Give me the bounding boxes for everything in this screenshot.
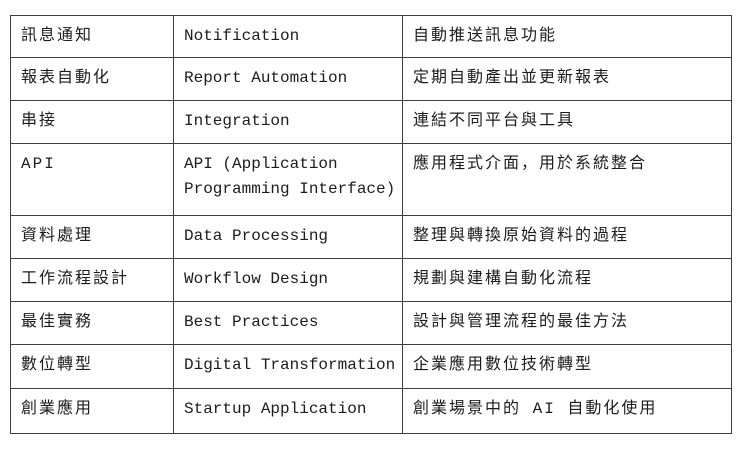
table-row: 數位轉型 Digital Transformation 企業應用數位技術轉型 [10, 344, 732, 389]
table-row: 串接 Integration 連結不同平台與工具 [10, 100, 732, 144]
term-en-cell: Report Automation [173, 57, 403, 101]
term-zh-cell: 數位轉型 [10, 344, 174, 389]
desc-zh-cell: 定期自動產出並更新報表 [402, 57, 732, 101]
term-zh-cell: API [10, 143, 174, 216]
term-en-cell: Digital Transformation [173, 344, 403, 389]
table-row: API API (Application Programming Interfa… [10, 143, 732, 216]
term-zh-cell: 最佳實務 [10, 301, 174, 345]
term-en-cell: Data Processing [173, 215, 403, 259]
term-en-cell: Workflow Design [173, 258, 403, 302]
table-row: 創業應用 Startup Application 創業場景中的 AI 自動化使用 [10, 388, 732, 434]
term-zh-cell: 訊息通知 [10, 15, 174, 58]
desc-zh-cell: 設計與管理流程的最佳方法 [402, 301, 732, 345]
term-zh-cell: 工作流程設計 [10, 258, 174, 302]
term-en-cell: Best Practices [173, 301, 403, 345]
desc-zh-cell: 企業應用數位技術轉型 [402, 344, 732, 389]
table-row: 資料處理 Data Processing 整理與轉換原始資料的過程 [10, 215, 732, 259]
term-zh-cell: 報表自動化 [10, 57, 174, 101]
term-en-cell: API (Application Programming Interface) [173, 143, 403, 216]
term-zh-cell: 串接 [10, 100, 174, 144]
term-en-cell: Startup Application [173, 388, 403, 434]
desc-zh-cell: 應用程式介面，用於系統整合 [402, 143, 732, 216]
term-zh-cell: 創業應用 [10, 388, 174, 434]
term-en-cell: Notification [173, 15, 403, 58]
desc-zh-cell: 規劃與建構自動化流程 [402, 258, 732, 302]
glossary-table-body: 訊息通知 Notification 自動推送訊息功能 報表自動化 Report … [10, 15, 732, 434]
term-zh-cell: 資料處理 [10, 215, 174, 259]
table-row: 報表自動化 Report Automation 定期自動產出並更新報表 [10, 57, 732, 101]
glossary-table: 訊息通知 Notification 自動推送訊息功能 報表自動化 Report … [10, 15, 732, 434]
desc-zh-cell: 連結不同平台與工具 [402, 100, 732, 144]
desc-zh-cell: 自動推送訊息功能 [402, 15, 732, 58]
table-row: 最佳實務 Best Practices 設計與管理流程的最佳方法 [10, 301, 732, 345]
desc-zh-cell: 創業場景中的 AI 自動化使用 [402, 388, 732, 434]
table-row: 工作流程設計 Workflow Design 規劃與建構自動化流程 [10, 258, 732, 302]
desc-zh-cell: 整理與轉換原始資料的過程 [402, 215, 732, 259]
term-en-cell: Integration [173, 100, 403, 144]
table-row: 訊息通知 Notification 自動推送訊息功能 [10, 15, 732, 58]
